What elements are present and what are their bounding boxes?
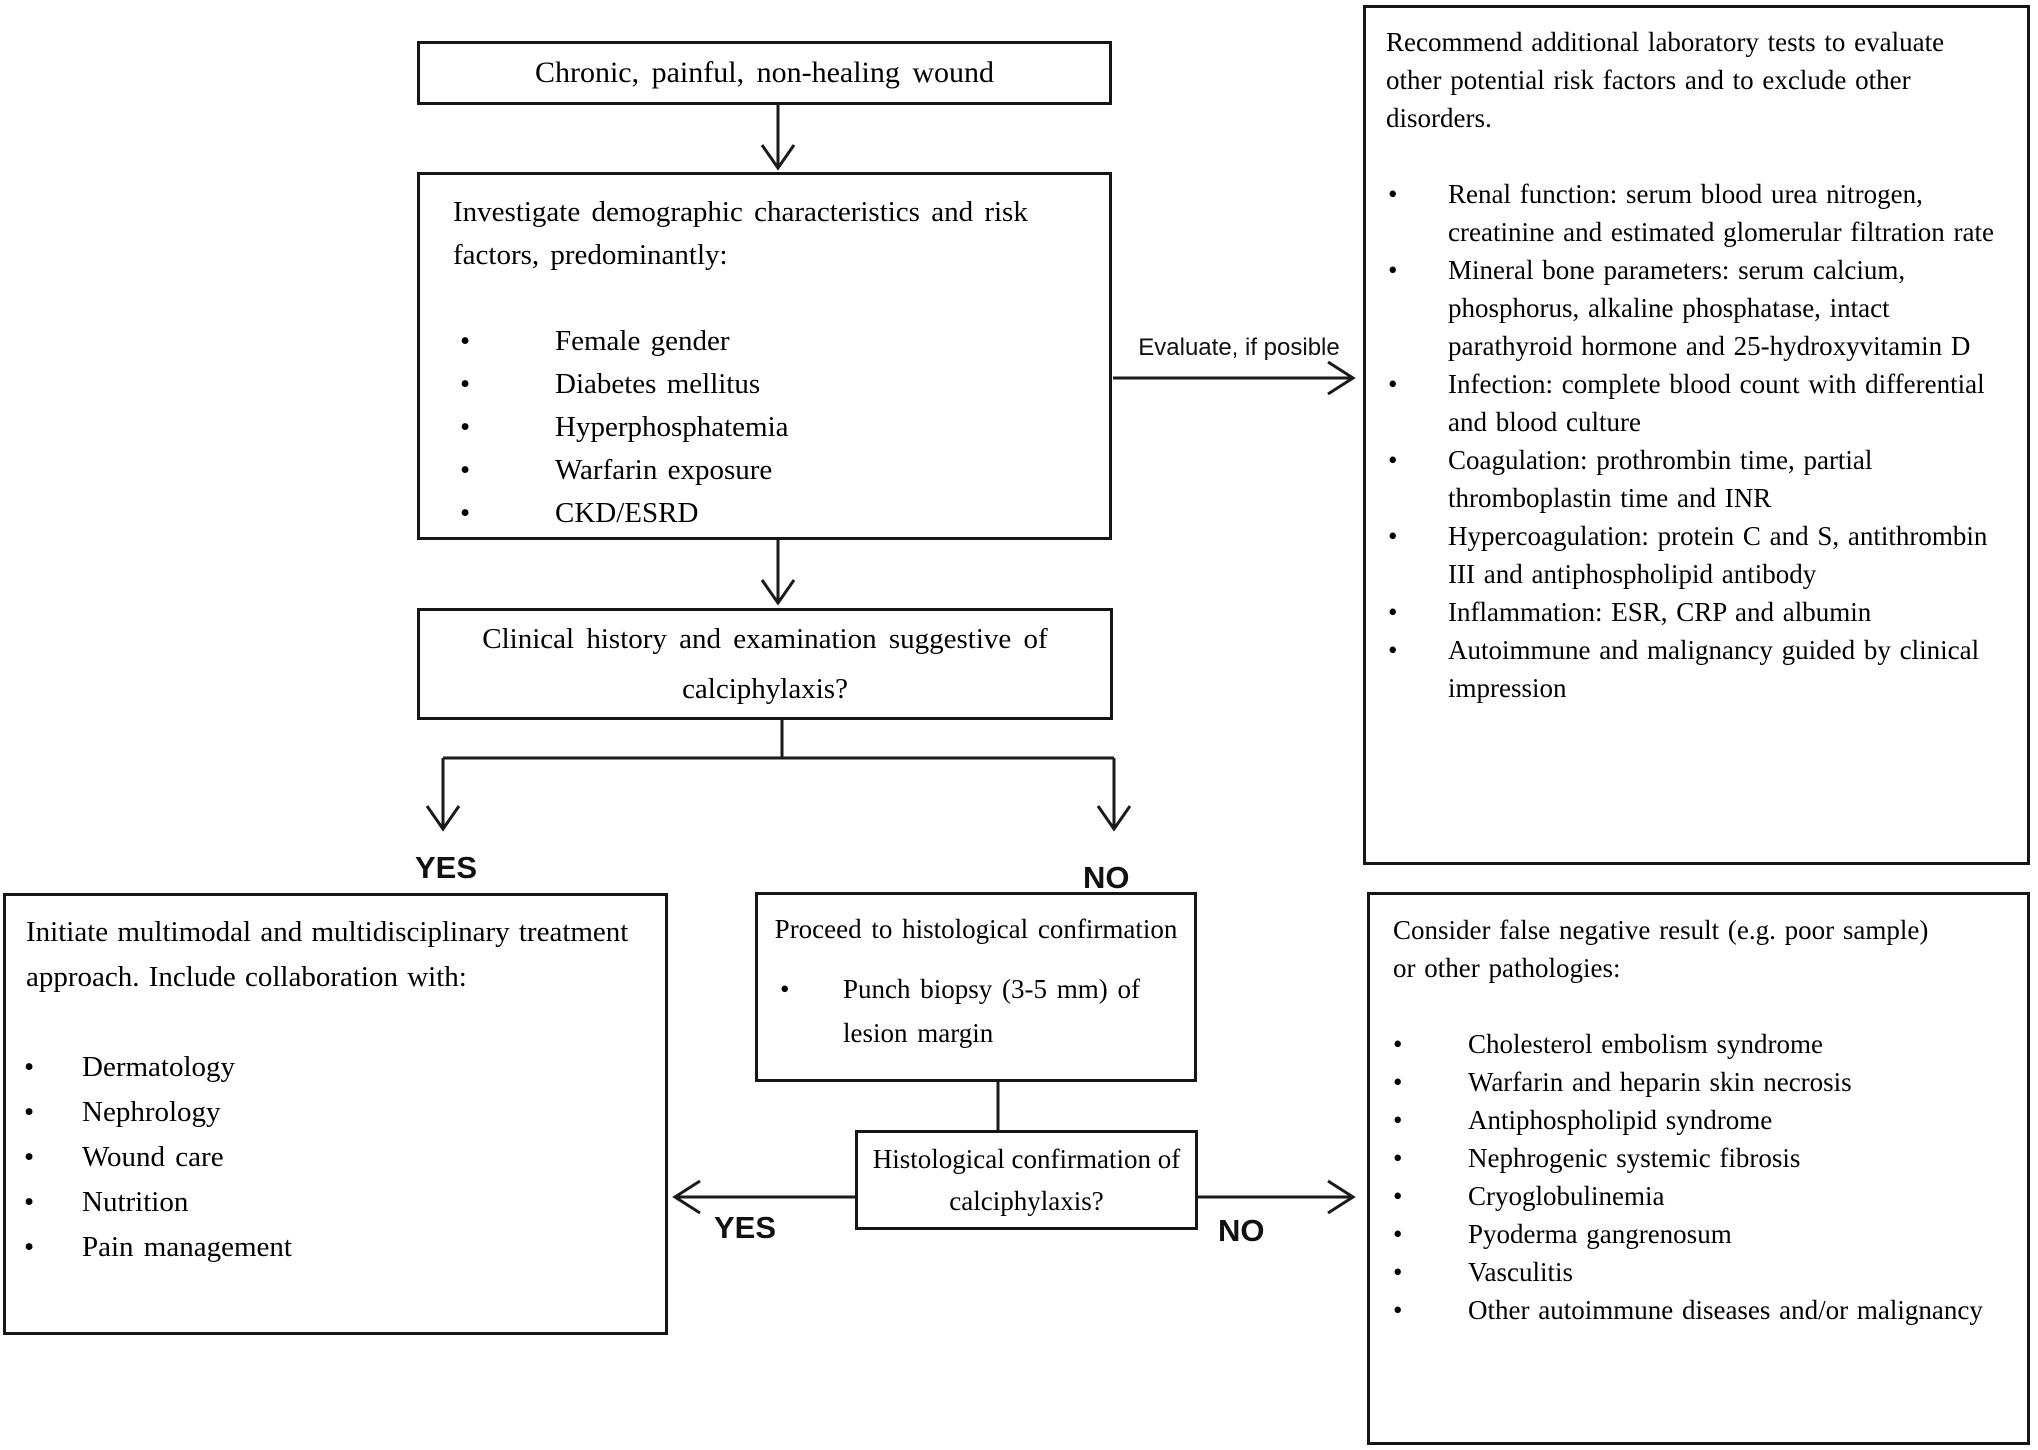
label-no-clinical-branch: NO	[1083, 860, 1130, 895]
node-laboratory-tests: Recommend additional laboratory tests to…	[1363, 5, 2030, 865]
node-treatment-approach: Initiate multimodal and multidisciplinar…	[3, 893, 668, 1335]
node-chronic-wound: Chronic, painful, non-healing wound	[417, 41, 1112, 105]
arrow-histology-no	[1198, 1179, 1356, 1215]
biopsy-list: Punch biopsy (3-5 mm) of lesion margin	[758, 967, 1194, 1055]
list-item: Renal function: serum blood urea nitroge…	[1366, 175, 2027, 251]
node-proceed-title: Proceed to histological confirmation	[774, 914, 1178, 944]
list-item: Hyperphosphatemia	[420, 406, 1109, 449]
list-item-text: Nephrogenic systemic fibrosis	[1468, 1143, 1801, 1173]
arrow-evaluate-labs	[1113, 360, 1356, 396]
arrow-investigate-to-clinical	[760, 540, 796, 606]
risk-factor-list: Female gender Diabetes mellitus Hyperpho…	[420, 320, 1109, 535]
list-item-text: Antiphospholipid syndrome	[1468, 1105, 1773, 1135]
node-pathologies-intro: Consider false negative result (e.g. poo…	[1393, 915, 1929, 983]
list-item-text: Dermatology	[82, 1051, 236, 1083]
arrow-histology-yes	[672, 1179, 855, 1215]
node-investigate-intro: Investigate demographic characteristics …	[453, 196, 1028, 271]
list-item: CKD/ESRD	[420, 492, 1109, 535]
list-item: Warfarin and heparin skin necrosis	[1370, 1063, 2027, 1101]
list-item-text: Warfarin exposure	[555, 454, 773, 486]
treatment-collaboration-list: Dermatology Nephrology Wound care Nutrit…	[6, 1045, 665, 1270]
list-item-text: Hyperphosphatemia	[555, 411, 789, 443]
list-item: Cholesterol embolism syndrome	[1370, 1025, 2027, 1063]
list-item-text: Other autoimmune diseases and/or maligna…	[1468, 1295, 1983, 1325]
list-item: Pyoderma gangrenosum	[1370, 1215, 2027, 1253]
list-item-text: Pyoderma gangrenosum	[1468, 1219, 1732, 1249]
list-item-text: Coagulation: prothrombin time, partial t…	[1448, 445, 1873, 513]
list-item-text: Autoimmune and malignancy guided by clin…	[1448, 635, 1980, 703]
node-histology-question: Histological confirmation of calciphylax…	[855, 1130, 1198, 1230]
node-treatment-intro: Initiate multimodal and multidisciplinar…	[26, 916, 629, 993]
list-item: Diabetes mellitus	[420, 363, 1109, 406]
list-item-text: Punch biopsy (3-5 mm) of lesion margin	[843, 974, 1140, 1048]
list-item-text: Female gender	[555, 325, 730, 357]
list-item-text: Infection: complete blood count with dif…	[1448, 369, 1985, 437]
list-item-text: Nephrology	[82, 1096, 221, 1128]
list-item: Female gender	[420, 320, 1109, 363]
list-item: Nutrition	[6, 1180, 665, 1225]
list-item-text: Wound care	[82, 1141, 224, 1173]
list-item: Inflammation: ESR, CRP and albumin	[1366, 593, 2027, 631]
arrow-wound-to-investigate	[760, 105, 796, 171]
list-item-text: Mineral bone parameters: serum calcium, …	[1448, 255, 1971, 361]
laboratory-test-list: Renal function: serum blood urea nitroge…	[1366, 175, 2027, 707]
list-item: Other autoimmune diseases and/or maligna…	[1370, 1291, 2027, 1329]
node-histology-question-text: Histological confirmation of calciphylax…	[872, 1144, 1181, 1216]
list-item-text: Inflammation: ESR, CRP and albumin	[1448, 597, 1872, 627]
list-item-text: Pain management	[82, 1231, 292, 1263]
node-investigate-risk-factors: Investigate demographic characteristics …	[417, 172, 1112, 540]
list-item: Punch biopsy (3-5 mm) of lesion margin	[758, 967, 1194, 1055]
node-other-pathologies: Consider false negative result (e.g. poo…	[1367, 892, 2030, 1445]
node-clinical-question-text: Clinical history and examination suggest…	[482, 623, 1048, 705]
label-yes-histology-branch: YES	[714, 1210, 777, 1245]
list-item: Warfarin exposure	[420, 449, 1109, 492]
list-item-text: Warfarin and heparin skin necrosis	[1468, 1067, 1852, 1097]
list-item: Wound care	[6, 1135, 665, 1180]
list-item: Autoimmune and malignancy guided by clin…	[1366, 631, 2027, 707]
branch-clinical-decision	[425, 720, 1132, 832]
list-item-text: Vasculitis	[1468, 1257, 1573, 1287]
list-item: Mineral bone parameters: serum calcium, …	[1366, 251, 2027, 365]
list-item: Dermatology	[6, 1045, 665, 1090]
list-item: Hypercoagulation: protein C and S, antit…	[1366, 517, 2027, 593]
list-item-text: Renal function: serum blood urea nitroge…	[1448, 179, 1995, 247]
label-no-histology-branch: NO	[1218, 1213, 1265, 1248]
pathology-list: Cholesterol embolism syndrome Warfarin a…	[1370, 1025, 2027, 1329]
list-item-text: CKD/ESRD	[555, 497, 699, 529]
list-item: Pain management	[6, 1225, 665, 1270]
list-item: Nephrology	[6, 1090, 665, 1135]
list-item: Coagulation: prothrombin time, partial t…	[1366, 441, 2027, 517]
list-item-text: Cholesterol embolism syndrome	[1468, 1029, 1823, 1059]
node-chronic-wound-text: Chronic, painful, non-healing wound	[534, 56, 995, 89]
list-item-text: Hypercoagulation: protein C and S, antit…	[1448, 521, 1988, 589]
node-clinical-question: Clinical history and examination suggest…	[417, 608, 1113, 720]
list-item: Nephrogenic systemic fibrosis	[1370, 1139, 2027, 1177]
list-item: Vasculitis	[1370, 1253, 2027, 1291]
node-laboratory-intro: Recommend additional laboratory tests to…	[1386, 27, 1945, 133]
list-item-text: Nutrition	[82, 1186, 189, 1218]
list-item: Antiphospholipid syndrome	[1370, 1101, 2027, 1139]
list-item-text: Cryoglobulinemia	[1468, 1181, 1665, 1211]
label-yes-clinical-branch: YES	[415, 850, 478, 885]
node-proceed-histology: Proceed to histological confirmation Pun…	[755, 892, 1197, 1082]
list-item: Infection: complete blood count with dif…	[1366, 365, 2027, 441]
label-evaluate-if-possible: Evaluate, if posible	[1138, 334, 1340, 361]
list-item-text: Diabetes mellitus	[555, 368, 761, 400]
list-item: Cryoglobulinemia	[1370, 1177, 2027, 1215]
